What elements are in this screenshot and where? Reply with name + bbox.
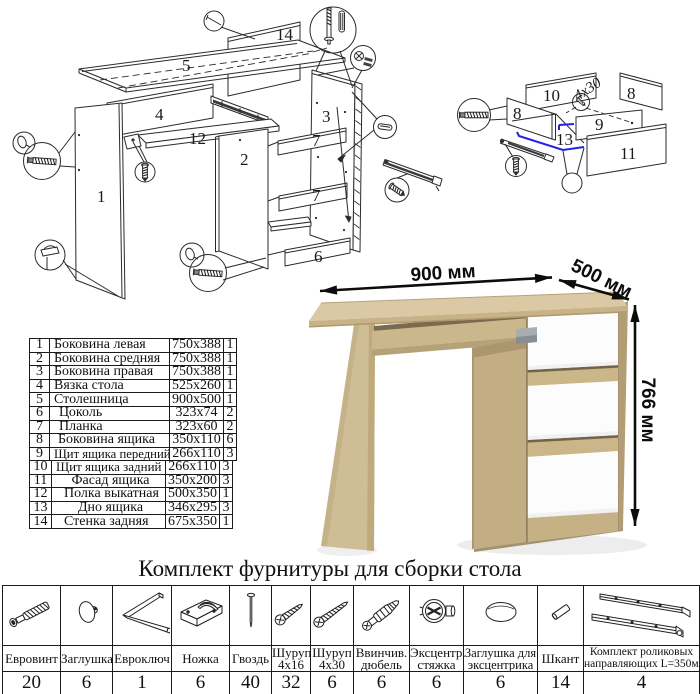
svg-text:12: 12 [189, 129, 206, 148]
svg-text:3: 3 [322, 107, 331, 126]
svg-text:766 мм: 766 мм [637, 377, 658, 442]
svg-text:13: 13 [556, 130, 573, 149]
svg-text:8: 8 [627, 84, 636, 103]
svg-text:6: 6 [314, 247, 323, 266]
svg-text:4: 4 [155, 105, 164, 124]
svg-text:2: 2 [240, 150, 249, 169]
svg-text:7: 7 [312, 131, 321, 150]
svg-text:14: 14 [276, 25, 294, 44]
svg-text:10: 10 [543, 86, 560, 105]
svg-text:5: 5 [182, 56, 191, 75]
svg-text:9: 9 [595, 115, 604, 134]
svg-text:1: 1 [97, 187, 106, 206]
svg-text:7: 7 [312, 186, 321, 205]
svg-text:11: 11 [620, 144, 636, 163]
svg-text:8: 8 [513, 104, 522, 123]
svg-text:900 мм: 900 мм [410, 261, 476, 286]
